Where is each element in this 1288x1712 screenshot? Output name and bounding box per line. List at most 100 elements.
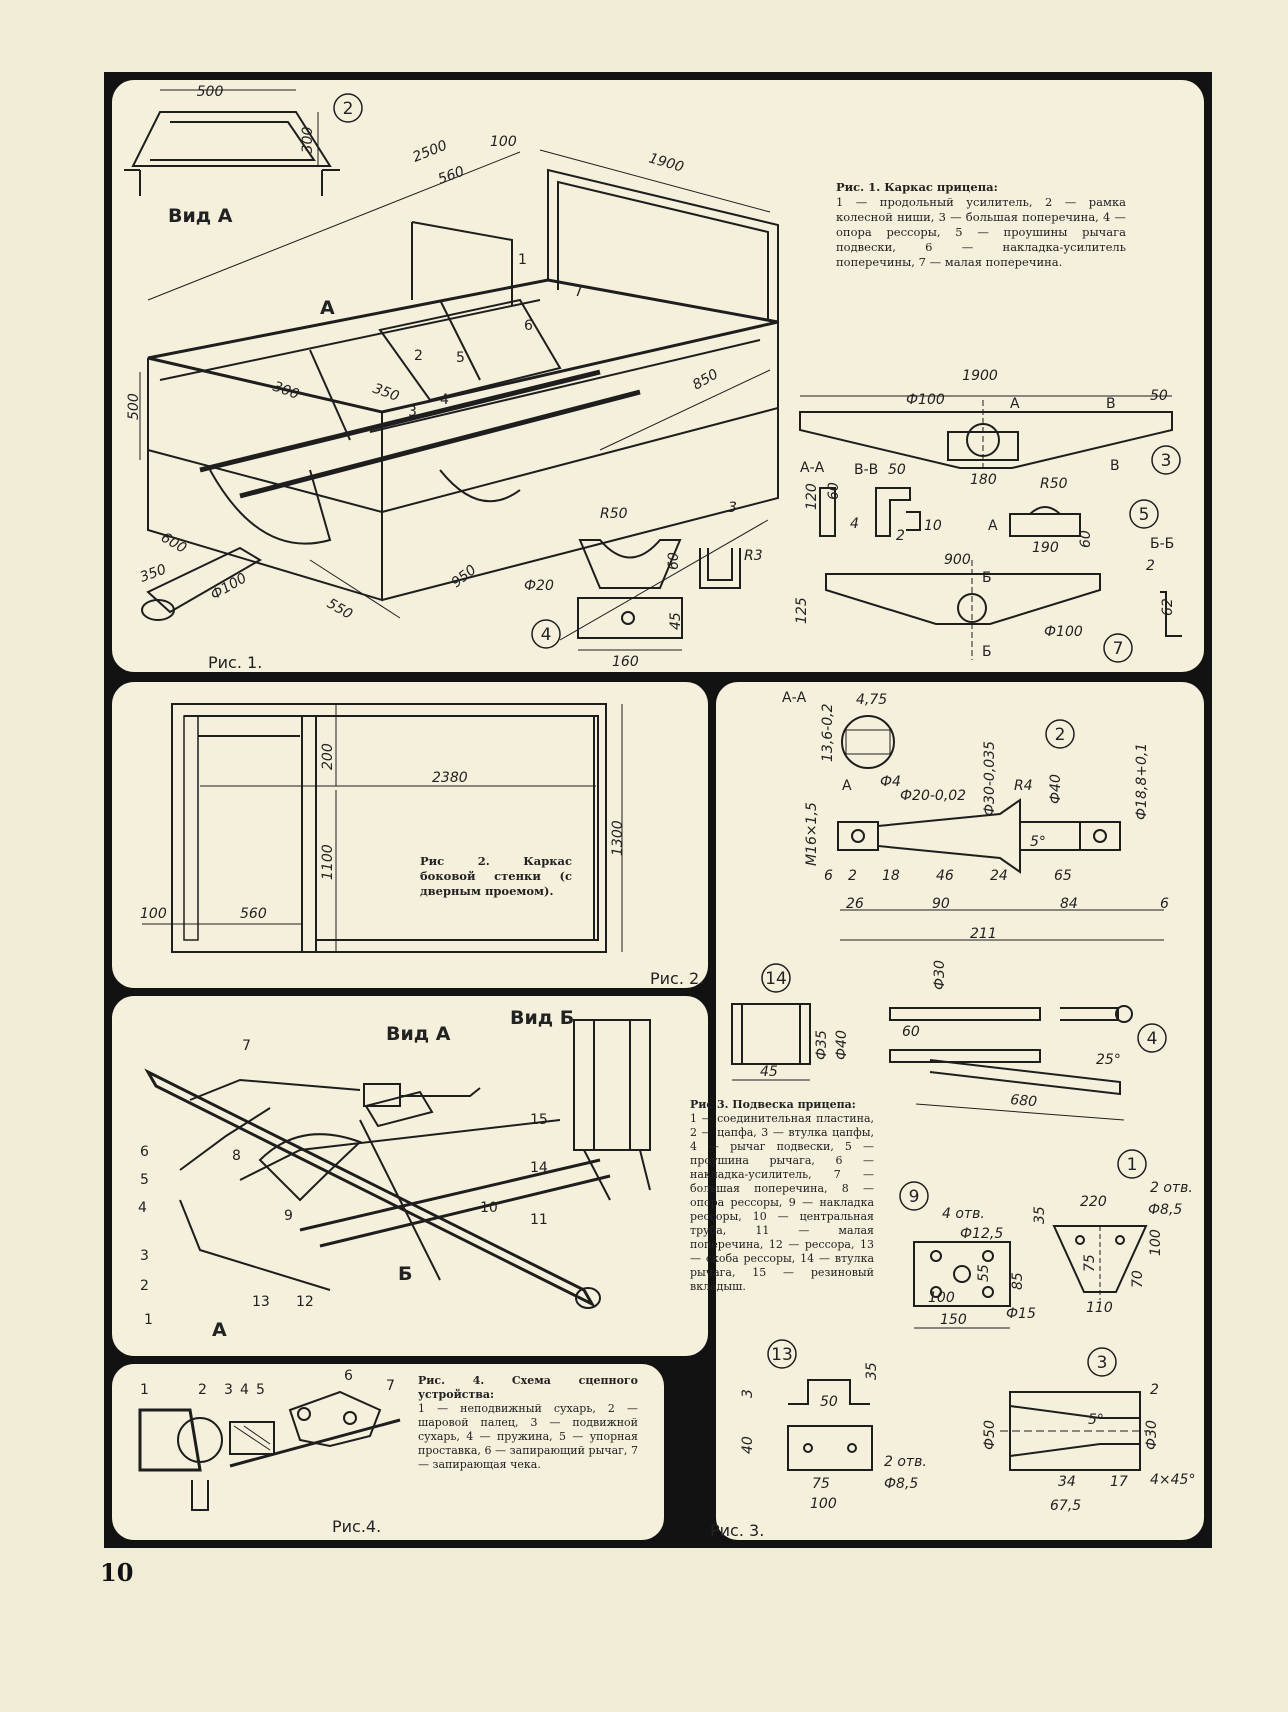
axle-number: 2 xyxy=(1055,725,1066,745)
clamp13-dim-f85: Ф8,5 xyxy=(884,1476,918,1492)
plate1-dim-70: 70 xyxy=(1130,1270,1146,1288)
fig2-dim-2380: 2380 xyxy=(432,770,468,786)
susp-part-1: 1 xyxy=(144,1312,153,1328)
bushing14-dim-45: 45 xyxy=(760,1064,778,1080)
sleeve3-dim-f30: Ф30 xyxy=(1144,1420,1160,1450)
axle-dim-13: 2 xyxy=(848,868,857,884)
part3-section-b: В xyxy=(1106,396,1116,412)
fig4-part-3: 3 xyxy=(224,1382,233,1398)
sleeve3-dim-5deg: 5° xyxy=(1088,1412,1104,1428)
fig4-part-6: 6 xyxy=(344,1368,353,1384)
section-dim-2: 2 xyxy=(896,528,905,544)
bushing14-number: 14 xyxy=(765,969,787,989)
fig1-part3-drawing xyxy=(799,395,1173,470)
clamp13-dim-3: 3 xyxy=(740,1389,756,1398)
susp-part-4: 4 xyxy=(138,1200,147,1216)
section-dim-50: 50 xyxy=(888,462,906,478)
fig1-dim-300b: 300 xyxy=(271,379,302,403)
fig1-dim-500: 500 xyxy=(197,84,224,100)
sleeve3-dim-34: 34 xyxy=(1058,1474,1076,1490)
fig4-part-1: 1 xyxy=(140,1382,149,1398)
part7-letter-b2: Б xyxy=(982,644,992,660)
fig2-side-wall-drawing xyxy=(142,703,623,953)
axle-dim-15: 46 xyxy=(936,868,954,884)
part7-number: 7 xyxy=(1113,639,1124,659)
fig1-frame-drawing xyxy=(124,89,779,641)
clamp13-dim-100: 100 xyxy=(810,1496,837,1512)
axle-dim-21: 6 xyxy=(1160,896,1169,912)
part3-number: 3 xyxy=(1161,451,1172,471)
axle-letter-a: А xyxy=(842,778,852,794)
fig3-plate9-drawing xyxy=(913,1241,1011,1329)
axle-dim-6: Ф20-0,02 xyxy=(900,788,966,804)
part4-dim-3: 3 xyxy=(728,500,737,516)
susp-part-12: 12 xyxy=(296,1294,314,1310)
part3-dim-180: 180 xyxy=(970,472,997,488)
section-b-b: Б-Б xyxy=(1150,536,1174,552)
fig3-caption: Рис 3. Подвеска прицепа: 1 — соединитель… xyxy=(690,1098,874,1294)
fig3-bushing14-drawing xyxy=(731,1003,811,1081)
fig1-part2-number: 2 xyxy=(343,99,354,119)
fig1-dim-850: 850 xyxy=(690,366,721,393)
fig1-dim-560: 560 xyxy=(436,164,467,188)
axle-dim-16: 24 xyxy=(990,868,1008,884)
axle-dim-20: 84 xyxy=(1060,896,1078,912)
fig2-dim-200: 200 xyxy=(320,743,336,770)
fig2-dim-560: 560 xyxy=(240,906,267,922)
part4-dim-r3: R3 xyxy=(744,548,763,564)
fig1-part-3: 3 xyxy=(408,404,417,420)
fig1-part-7: 7 xyxy=(574,284,583,300)
section-dim-120: 120 xyxy=(804,483,820,510)
section-dim-4: 4 xyxy=(850,516,859,532)
susp-part-15: 15 xyxy=(530,1112,548,1128)
fig1-dim-100: 100 xyxy=(490,134,517,150)
axle-dim-2: 13,6-0,2 xyxy=(820,703,836,762)
fig4-part-5: 5 xyxy=(256,1382,265,1398)
part3-dim-f100: Ф100 xyxy=(906,392,945,408)
susp-part-7: 7 xyxy=(242,1038,251,1054)
susp-part-11: 11 xyxy=(530,1212,548,1228)
fig3-suspension-drawing xyxy=(144,1019,651,1309)
fig4-part-7: 7 xyxy=(386,1378,395,1394)
fig1-dim-350: 350 xyxy=(371,381,402,405)
fig3-lever4-drawing xyxy=(889,1005,1133,1121)
clamp13-number: 13 xyxy=(771,1345,793,1365)
section-dim-60: 60 xyxy=(826,482,842,500)
axle-dim-3: Ф4 xyxy=(880,774,901,790)
fig4-caption-body: 1 — неподвижный сухарь, 2 — шаровой пале… xyxy=(418,1402,638,1471)
clamp13-dim-50: 50 xyxy=(820,1394,838,1410)
axle-dim-10: Ф18,8+0,1 xyxy=(1134,743,1150,820)
fig1-part5-drawing xyxy=(1009,506,1081,537)
fig3-caption-title: Рис 3. Подвеска прицепа: xyxy=(690,1098,856,1111)
axle-dim-9: Ф40 xyxy=(1048,774,1064,804)
axle-dim-19: 90 xyxy=(932,896,950,912)
plate1-dim-220: 220 xyxy=(1080,1194,1107,1210)
fig4-coupling-drawing xyxy=(138,1390,401,1511)
part4-dim-60: 60 xyxy=(666,552,682,570)
part3-section-b2: В xyxy=(1110,458,1120,474)
fig1-dim-f100: Ф100 xyxy=(208,570,250,603)
axle-dim-1: 4,75 xyxy=(856,692,887,708)
fig1-dim-600: 600 xyxy=(158,530,189,557)
fig3-axle-drawing xyxy=(837,715,1164,941)
callout-circles xyxy=(333,93,1181,1377)
clamp13-dim-75: 75 xyxy=(812,1476,830,1492)
part7-dim-125: 125 xyxy=(794,597,810,624)
section-aa: А-А xyxy=(800,460,825,476)
fig1-caption-title: Рис. 1. Каркас прицепа: xyxy=(836,180,998,194)
fig1-label: Рис. 1. xyxy=(208,653,262,672)
fig2-caption-title: Рис 2. Каркас боковой стенки (с дверным … xyxy=(420,854,572,898)
panel-fig3-details xyxy=(716,682,1204,1540)
fig3-clamp13-drawing xyxy=(787,1379,873,1471)
susp-letter-a: А xyxy=(212,1319,227,1341)
part7-letter-b: Б xyxy=(982,570,992,586)
part4-dim-f20: Ф20 xyxy=(524,578,554,594)
fig1-dim-950: 950 xyxy=(449,562,480,591)
fig2-dim-100: 100 xyxy=(140,906,167,922)
fig3-plate1-drawing xyxy=(1052,1225,1148,1300)
axle-dim-14: 18 xyxy=(882,868,900,884)
fig1-dim-500b: 500 xyxy=(126,393,142,420)
sleeve3-dim-chamfer: 4×45° xyxy=(1150,1472,1195,1488)
axle-dim-7: Ф30-0,035 xyxy=(982,741,998,816)
